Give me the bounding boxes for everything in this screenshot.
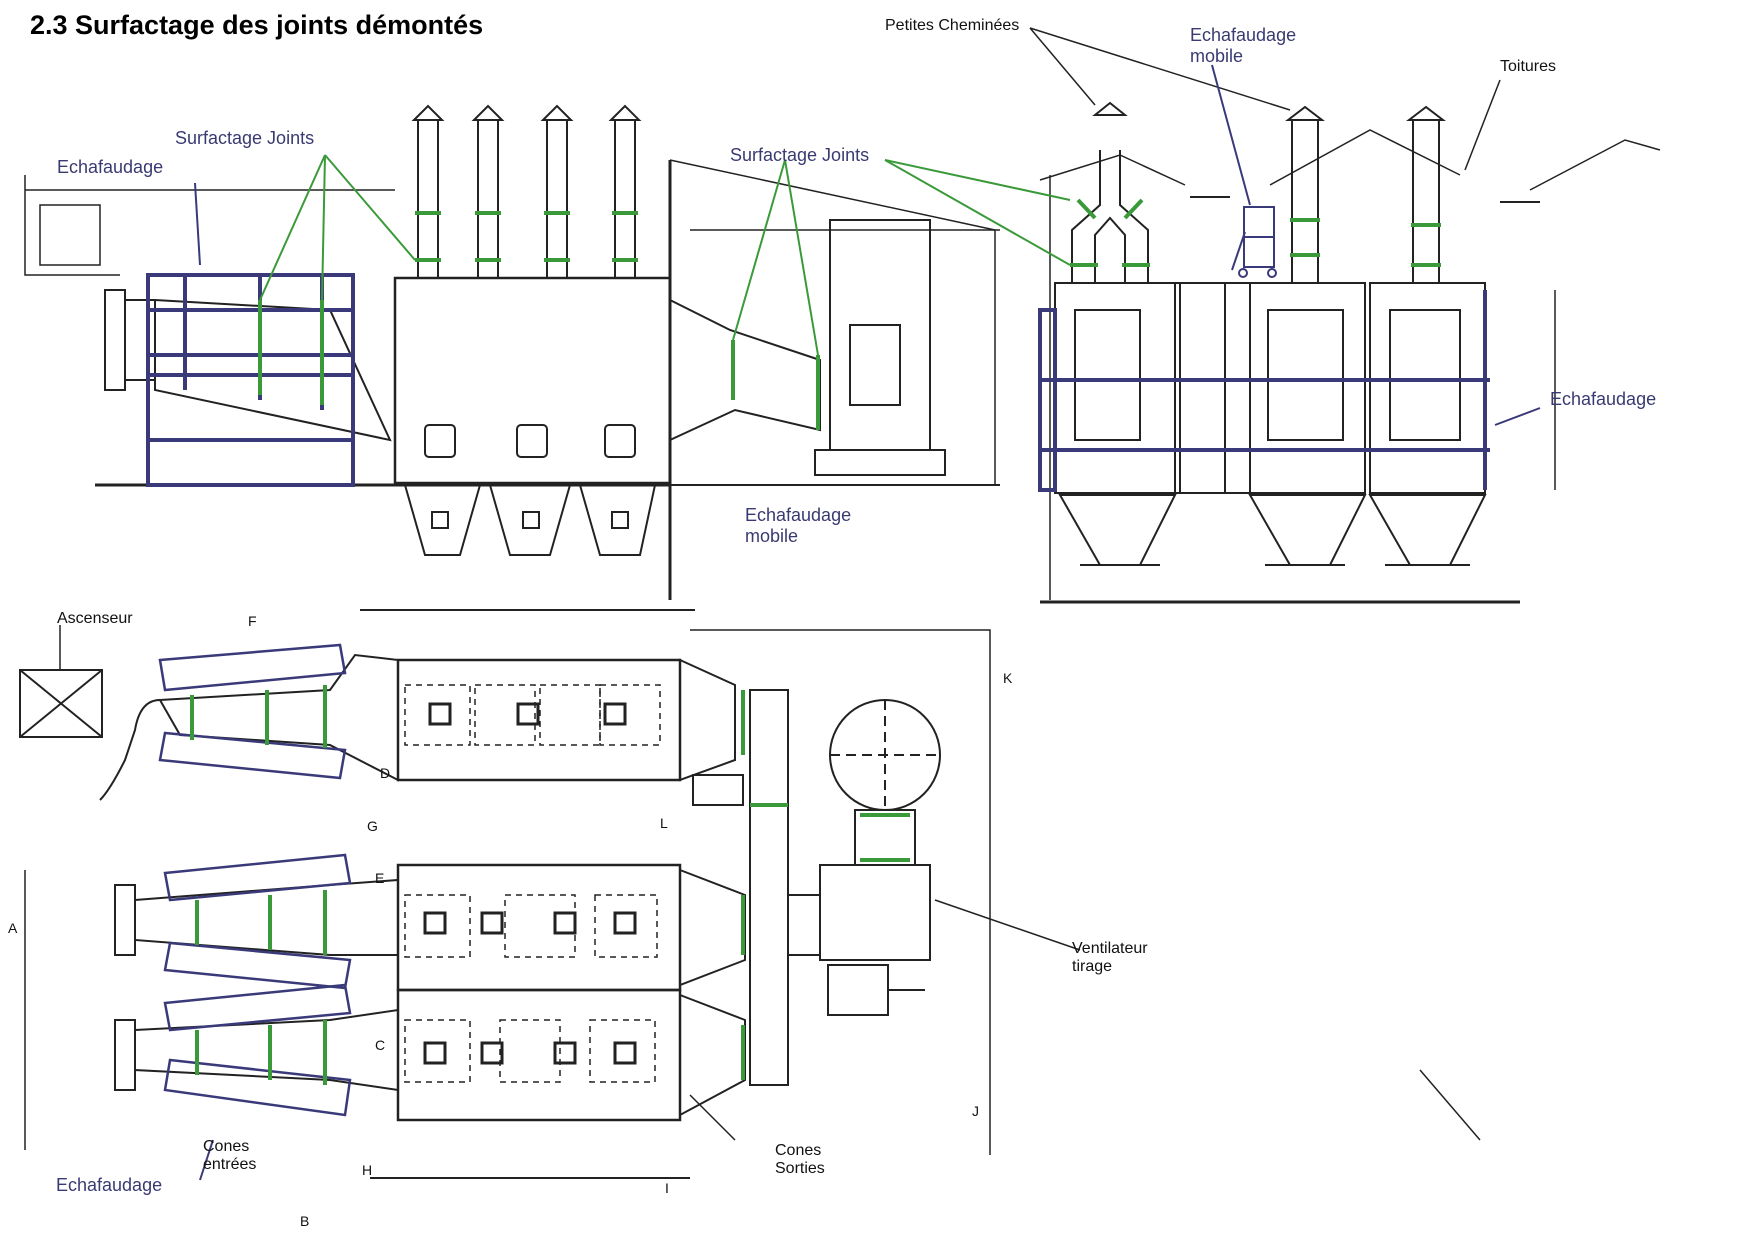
label-echafaudage-bottom: Echafaudage (56, 1175, 163, 1195)
label-cones-sorties: Cones Sorties (775, 1142, 825, 1178)
leaders (59, 27, 1541, 1181)
view-marker-a: A (8, 920, 18, 936)
view-marker-b: B (300, 1213, 310, 1229)
label-echafaudage-mobile-top: Echafaudage mobile (1190, 25, 1297, 66)
view-marker-d: D (380, 765, 391, 781)
view-marker-f: F (248, 613, 257, 629)
view-marker-g: G (367, 818, 378, 834)
plan-view (19, 609, 991, 1179)
label-echafaudage-mobile-center: Echafaudage mobile (745, 505, 852, 546)
view-marker-h: H (362, 1162, 373, 1178)
scaffolding (146, 273, 1490, 1117)
label-surfactage-joints-center: Surfactage Joints (730, 145, 870, 165)
label-echafaudage-top-left: Echafaudage (57, 157, 164, 177)
view-marker-c: C (375, 1037, 386, 1053)
label-toitures: Toitures (1500, 58, 1557, 75)
label-cones-entrees: Cones entrées (203, 1138, 257, 1174)
label-echafaudage-right: Echafaudage (1550, 389, 1657, 409)
view-marker-e: E (375, 870, 385, 886)
view-marker-l: L (660, 815, 668, 831)
view-marker-j: J (972, 1103, 979, 1119)
joints (190, 154, 1441, 1085)
label-surfactage-joints-left: Surfactage Joints (175, 128, 315, 148)
label-petites-cheminees: Petites Cheminées (885, 17, 1020, 34)
page-title: 2.3 Surfactage des joints démontés (30, 10, 484, 40)
right-elevation (1039, 101, 1661, 604)
left-elevation (24, 104, 1000, 600)
label-ascenseur: Ascenseur (57, 610, 133, 627)
label-ventilateur-tirage: Ventilateur tirage (1072, 940, 1148, 976)
view-marker-k: K (1003, 670, 1013, 686)
view-marker-i: I (665, 1180, 669, 1196)
